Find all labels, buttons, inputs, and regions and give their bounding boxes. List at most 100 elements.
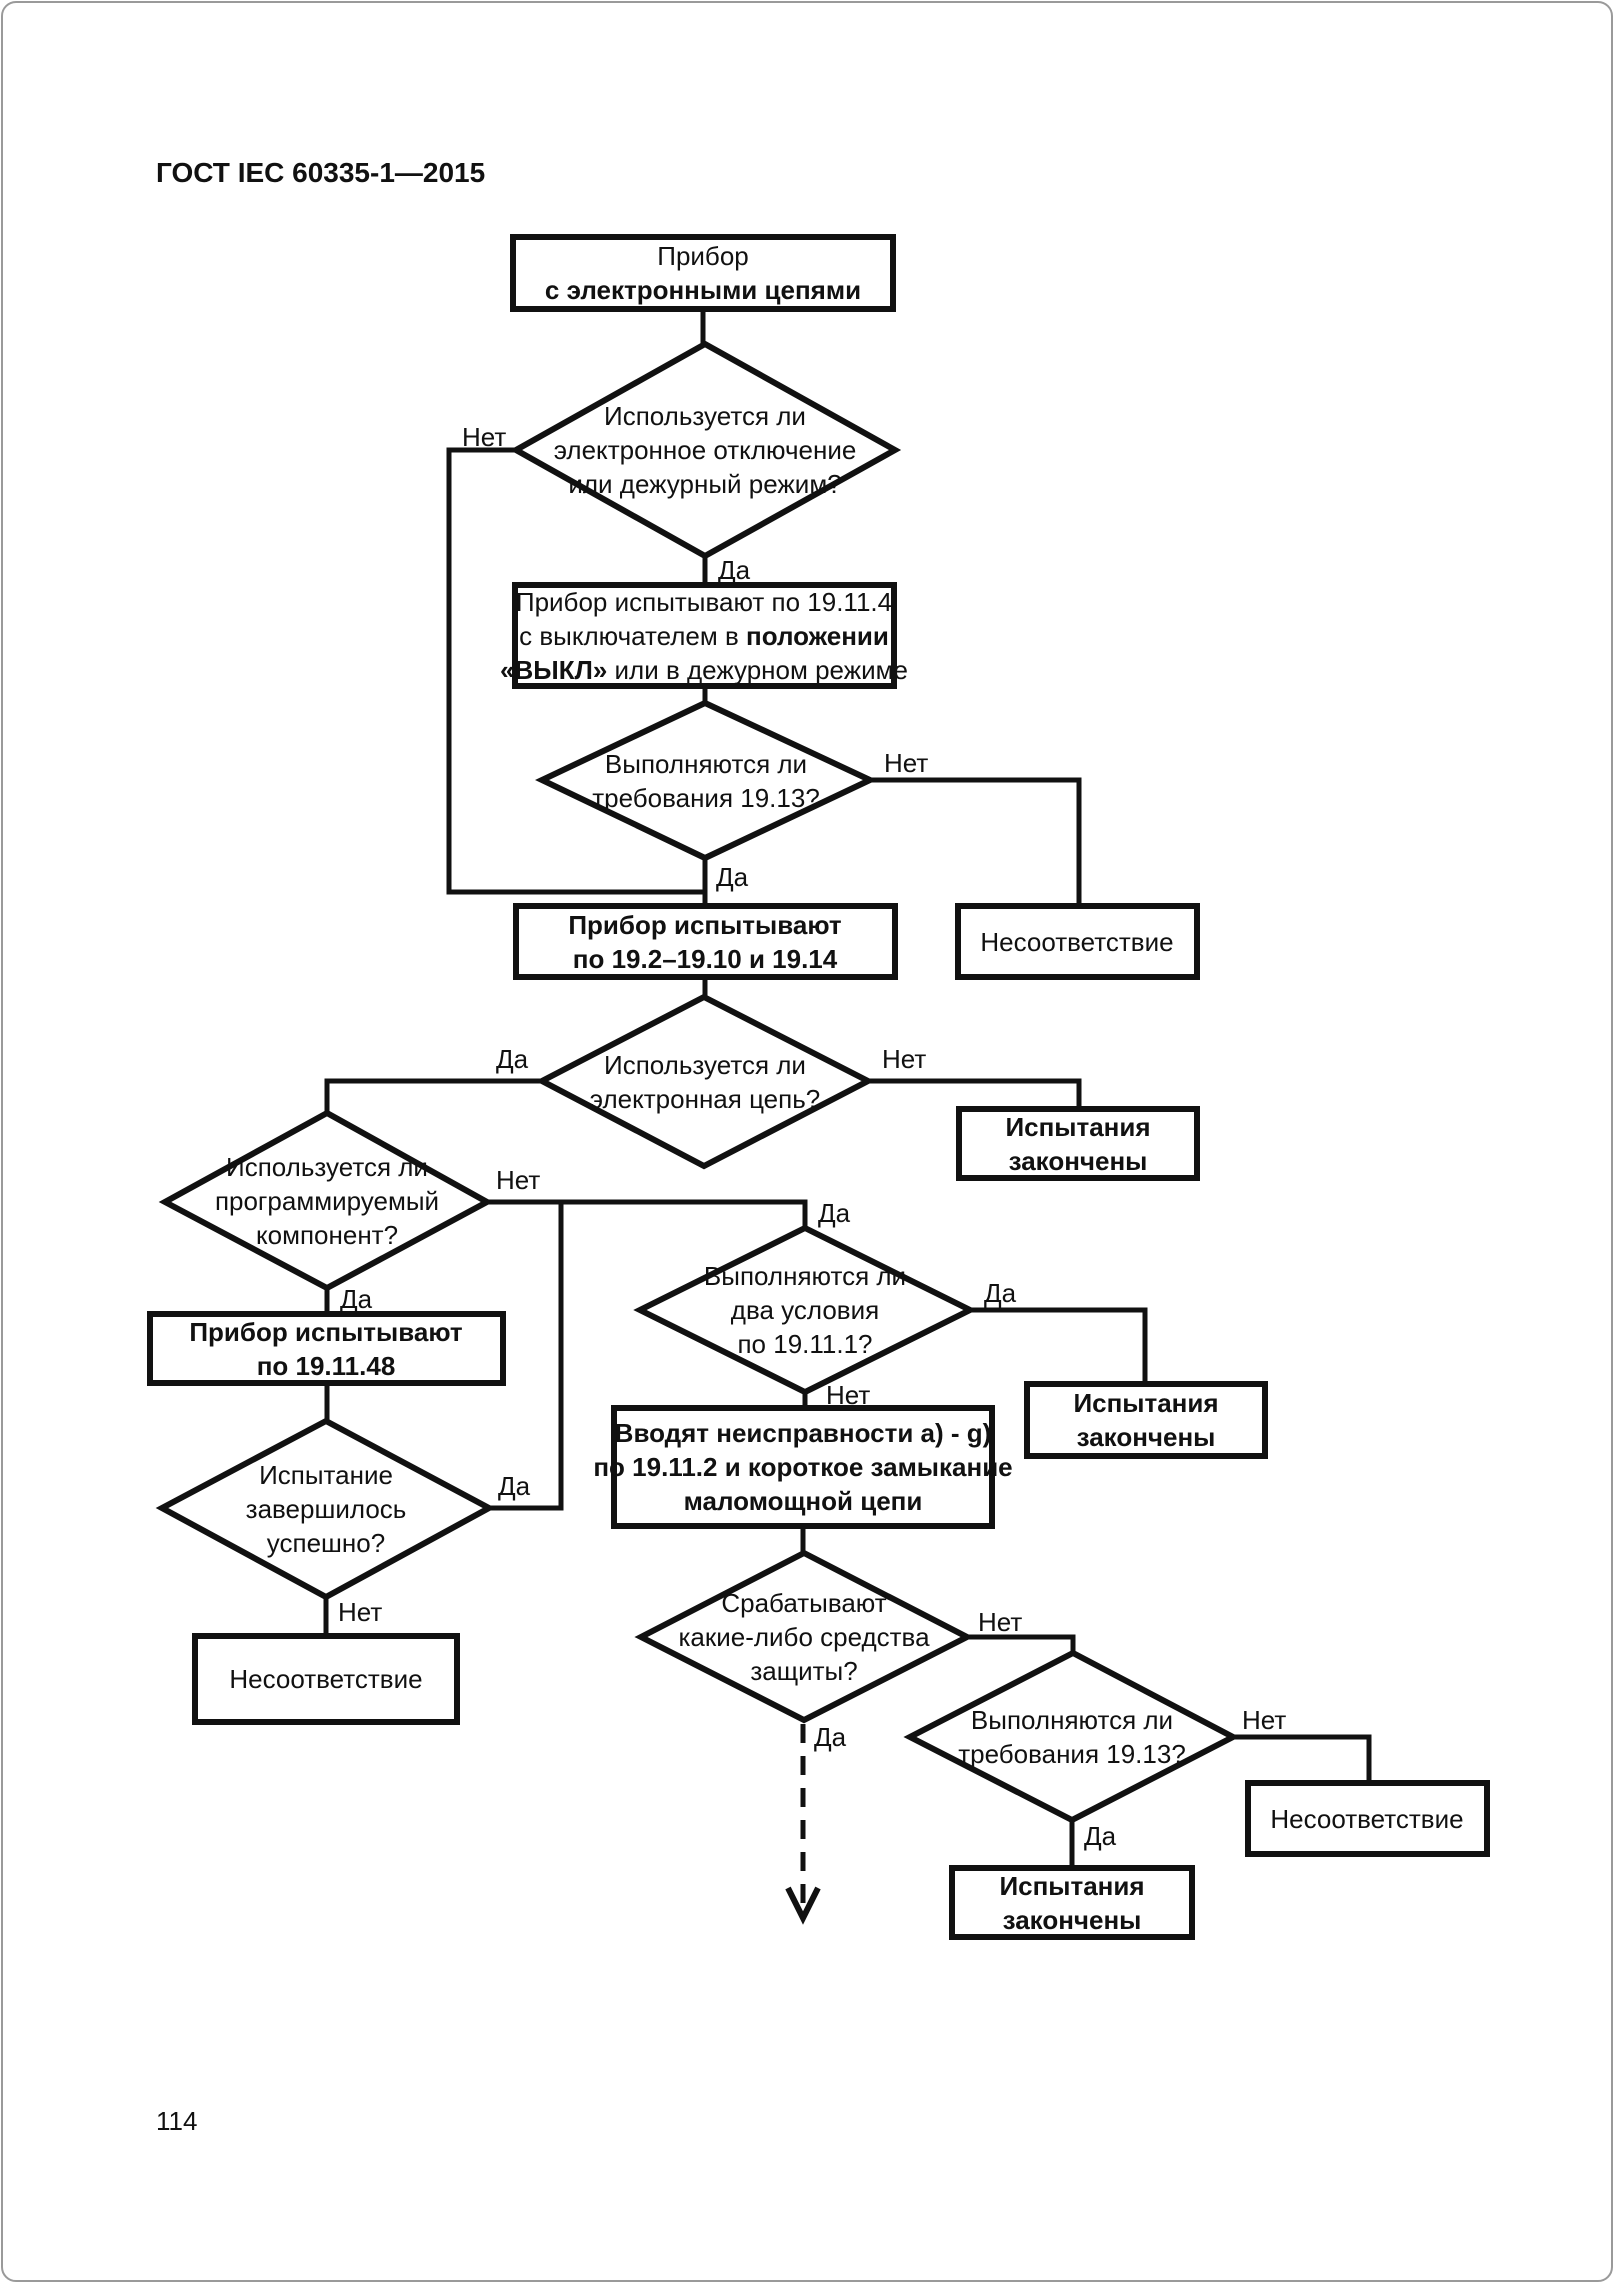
node-noncompliance-2: Несоответствие: [192, 1633, 460, 1725]
decision-success-diamond: [155, 1417, 496, 1601]
node-done-3-box: [949, 1865, 1195, 1940]
label-yes-success: Да: [498, 1471, 531, 1501]
edge-circuit-no: [868, 1078, 1082, 1109]
node-test-19-2: Прибор испытывают по 19.2–19.10 и 19.14: [513, 903, 898, 980]
decision-success-line1: Испытание: [259, 1460, 393, 1490]
label-yes-twoconditions: Да: [984, 1278, 1017, 1308]
decision-circuit-line1: Используется ли: [604, 1050, 806, 1080]
done-1-line2: закончены: [1009, 1146, 1148, 1176]
label-no-req1913: Нет: [884, 748, 928, 778]
test192-line2: по 19.2–19.10 и 19.14: [573, 944, 838, 974]
decision-two-conditions: Выполняются ли два условия по 19.11.1?: [633, 1224, 977, 1396]
label-yes-req1913b: Да: [1084, 1821, 1117, 1851]
label-no-disconnect: Нет: [462, 422, 506, 452]
noncompliance-3-label: Несоответствие: [1270, 1804, 1463, 1834]
decision-protection-line1: Срабатывают: [721, 1588, 886, 1618]
decision-protection-line2: какие-либо средства: [678, 1622, 930, 1652]
done-3-line2: закончены: [1003, 1905, 1142, 1935]
decision-success-line3: успешно?: [267, 1528, 385, 1558]
page-number: 114: [156, 2106, 197, 2136]
faults-line1: Вводят неисправности a) - g): [615, 1418, 992, 1448]
decision-electronic-disconnection-diamond: [509, 340, 902, 560]
node-done-2-box: [1024, 1381, 1268, 1459]
label-yes-disconnect: Да: [718, 555, 751, 585]
label-yes-protection: Да: [814, 1722, 847, 1752]
test192-line1: Прибор испытывают: [568, 910, 842, 940]
noncompliance-2-label: Несоответствие: [229, 1664, 422, 1694]
label-yes-req1913: Да: [716, 862, 749, 892]
done-2-line1: Испытания: [1073, 1388, 1218, 1418]
test19114-line3: «ВЫКЛ» или в дежурном режиме: [500, 655, 908, 685]
node-done-1-box: [956, 1106, 1200, 1181]
document-header: ГОСТ IEC 60335-1—2015: [156, 157, 485, 188]
node-noncompliance-3-box: [1245, 1780, 1490, 1857]
label-no-req1913b: Нет: [1242, 1705, 1286, 1735]
test19114-line3-normal: или в дежурном режиме: [615, 655, 908, 685]
decision-circuit-line2: электронная цепь?: [590, 1084, 820, 1114]
test19114-line3-bold: «ВЫКЛ»: [500, 655, 607, 685]
test191148-line2: по 19.11.48: [257, 1351, 396, 1381]
node-noncompliance-2-box: [192, 1633, 460, 1725]
label-yes-merge-into-twoconditions: Да: [818, 1198, 851, 1228]
done-2-line2: закончены: [1077, 1422, 1216, 1452]
decision-twoconditions-line1: Выполняются ли: [704, 1261, 906, 1291]
node-introduce-faults: Вводят неисправности a) - g) по 19.11.2 …: [593, 1405, 1013, 1529]
decision-protection-diamond: [634, 1549, 974, 1724]
edge-disconnect-no-return: [446, 447, 705, 895]
edge-circuit-yes: [324, 1078, 542, 1113]
edge-req1913b-no: [1233, 1734, 1372, 1783]
decision-disconnect-line2: электронное отключение: [554, 435, 857, 465]
node-start: Прибор с электронными цепями: [510, 234, 896, 312]
decision-twoconditions-diamond: [633, 1224, 977, 1396]
label-no-success: Нет: [338, 1597, 382, 1627]
edge-twoconditions-yes: [970, 1307, 1148, 1384]
decision-twoconditions-line2: два условия: [731, 1295, 879, 1325]
faults-line3: маломощной цепи: [684, 1486, 923, 1516]
faults-line2: по 19.11.2 и короткое замыкание: [593, 1452, 1012, 1482]
node-introduce-faults-box: [611, 1405, 995, 1529]
edge-protection-no: [967, 1634, 1076, 1653]
decision-protection-line3: защиты?: [750, 1656, 857, 1686]
decision-programmable-line1: Используется ли: [226, 1152, 428, 1182]
decision-programmable-line2: программируемый: [215, 1186, 439, 1216]
done-1-line1: Испытания: [1005, 1112, 1150, 1142]
edge-programmable-no: [487, 1199, 808, 1228]
node-test-19-11-4: Прибор испытывают по 19.11.4 с выключате…: [500, 582, 908, 689]
node-test-19-11-48-box: [147, 1311, 506, 1386]
decision-req1913b-diamond: [903, 1649, 1240, 1824]
test19114-line1: Прибор испытывают по 19.11.4: [516, 587, 892, 617]
decision-success-line2: завершилось: [246, 1494, 407, 1524]
decision-twoconditions-line3: по 19.11.1?: [737, 1329, 872, 1359]
label-no-programmable: Нет: [496, 1165, 540, 1195]
label-yes-circuit: Да: [496, 1044, 529, 1074]
node-noncompliance-1: Несоответствие: [955, 903, 1200, 980]
decision-req1913-line2: требования 19.13?: [592, 783, 820, 813]
node-noncompliance-3: Несоответствие: [1245, 1780, 1490, 1857]
node-start-box: [510, 234, 896, 312]
node-start-line1: Прибор: [657, 241, 748, 271]
decision-test-success: Испытание завершилось успешно?: [155, 1417, 496, 1601]
decision-requirements-19-13: Выполняются ли требования 19.13?: [535, 699, 878, 862]
label-no-protection: Нет: [978, 1607, 1022, 1637]
node-done-3: Испытания закончены: [949, 1865, 1195, 1940]
dashed-arrowhead-icon: [785, 1886, 821, 1925]
node-done-1: Испытания закончены: [956, 1106, 1200, 1181]
decision-programmable-component: Используется ли программируемый компонен…: [158, 1109, 494, 1292]
node-done-2: Испытания закончены: [1024, 1381, 1268, 1459]
node-start-line2: с электронными цепями: [545, 275, 861, 305]
node-test-19-11-48: Прибор испытывают по 19.11.48: [147, 1311, 506, 1386]
decision-requirements-19-13-b: Выполняются ли требования 19.13?: [903, 1649, 1240, 1824]
decision-programmable-diamond: [158, 1109, 494, 1292]
decision-req1913b-line1: Выполняются ли: [971, 1705, 1173, 1735]
test19114-line2-bold: положении: [746, 621, 889, 651]
label-yes-programmable: Да: [340, 1284, 373, 1314]
node-test-19-11-4-box: [512, 582, 897, 689]
decision-electronic-circuit: Используется ли электронная цепь?: [535, 993, 875, 1170]
noncompliance-1-label: Несоответствие: [980, 927, 1173, 957]
decision-req1913-diamond: [535, 699, 878, 862]
decision-programmable-line3: компонент?: [256, 1220, 398, 1250]
node-noncompliance-1-box: [955, 903, 1200, 980]
decision-electronic-disconnection: Используется ли электронное отключение и…: [509, 340, 902, 560]
